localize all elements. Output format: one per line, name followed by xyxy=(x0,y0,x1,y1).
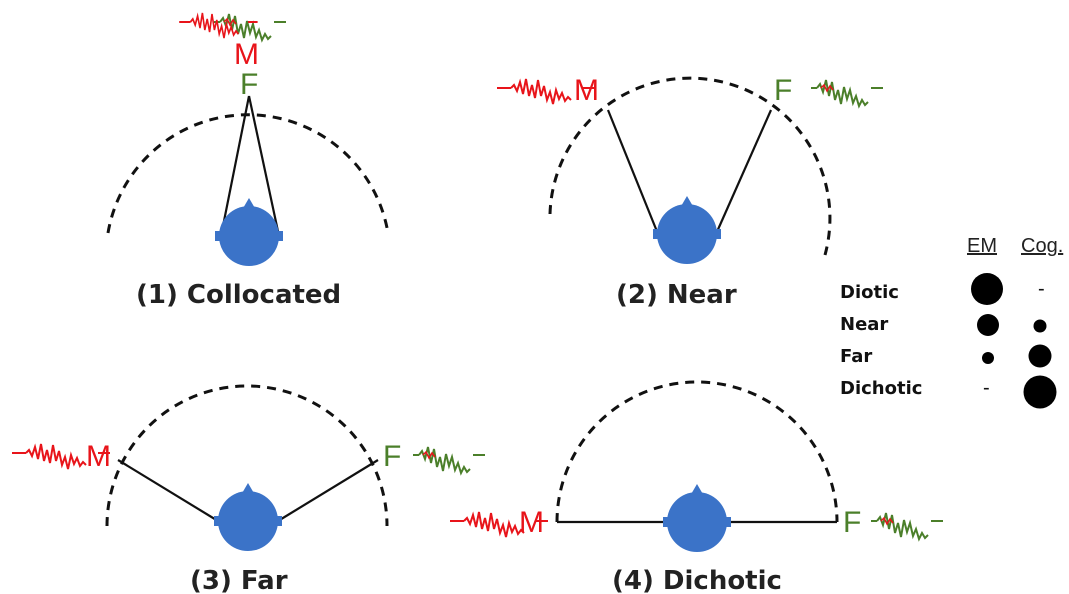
path-line-left xyxy=(117,459,219,522)
female-waveform-icon xyxy=(870,512,944,540)
legend-row-label: Near xyxy=(840,314,888,335)
panel-caption: (1) Collocated xyxy=(136,280,341,310)
cog-dot-small xyxy=(1033,319,1047,333)
em-dot-large xyxy=(971,273,1003,305)
hearing-arc xyxy=(106,113,390,234)
male-talker-label: M xyxy=(574,74,599,107)
path-line-left xyxy=(219,95,251,237)
path-line-right xyxy=(247,95,281,237)
cog-dot-large xyxy=(1023,375,1057,409)
panel-caption: (2) Near xyxy=(616,280,737,310)
legend: EM Cog. Diotic - Near Far Dichotic - xyxy=(840,235,1063,409)
female-waveform-icon xyxy=(810,79,884,107)
em-dot-medium xyxy=(977,314,999,336)
female-talker-label: F xyxy=(240,68,258,101)
mixed-waveform-icon xyxy=(178,12,287,41)
panel-caption: (4) Dichotic xyxy=(612,566,782,594)
female-waveform-icon xyxy=(412,446,486,474)
hearing-arc xyxy=(548,76,832,256)
female-talker-label: F xyxy=(383,440,401,473)
legend-header-cog: Cog. xyxy=(1021,235,1063,257)
male-talker-label: M xyxy=(234,38,259,71)
legend-row-label: Dichotic xyxy=(840,378,922,399)
female-talker-label: F xyxy=(843,506,861,539)
path-line-right xyxy=(714,109,773,235)
legend-header-em: EM xyxy=(967,235,997,257)
panel-caption: (3) Far xyxy=(190,566,288,594)
hearing-arc xyxy=(555,380,839,523)
em-dash: - xyxy=(983,377,990,399)
male-talker-label: M xyxy=(86,440,111,473)
panel-near: M F (2) Near xyxy=(496,74,884,310)
female-talker-label: F xyxy=(774,74,792,107)
listener-head-icon xyxy=(663,484,731,552)
listener-head-icon xyxy=(653,196,721,264)
path-line-right xyxy=(277,459,379,522)
legend-row-label: Far xyxy=(840,346,872,367)
em-dot-small xyxy=(982,352,994,364)
panel-dichotic: M F (4) Dichotic xyxy=(449,380,944,594)
male-talker-label: M xyxy=(519,506,544,539)
path-line-left xyxy=(606,109,660,235)
panel-far: M F (3) Far xyxy=(11,384,486,594)
cog-dot-medium xyxy=(1028,344,1052,368)
legend-row-label: Diotic xyxy=(840,282,899,303)
listener-head-icon xyxy=(214,483,282,551)
panel-collocated: M F (1) Collocated xyxy=(106,12,390,310)
cog-dash: - xyxy=(1038,278,1045,300)
